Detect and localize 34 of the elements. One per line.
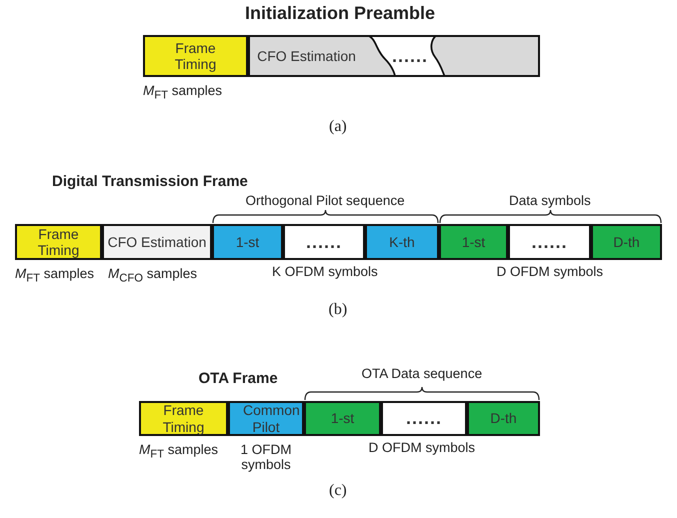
- frame-segment: [455, 35, 540, 77]
- panel-title: Initialization Preamble: [245, 3, 436, 24]
- frame-segment: Frame Timing: [139, 401, 228, 436]
- panel-title: Digital Transmission Frame: [52, 173, 248, 190]
- frame-segment: D-th: [467, 401, 540, 436]
- frame-segment: ......: [508, 224, 591, 260]
- panel-caption: (a): [329, 118, 347, 136]
- sample-count-text: M$_{CFO}$ samples: [108, 266, 198, 285]
- frame-segment: CFO Estimation: [248, 35, 365, 77]
- sample-count-text: M$_{FT}$ samples: [15, 266, 94, 285]
- frame-segment: 1-st: [212, 224, 283, 260]
- frame-segment: CFO Estimation: [102, 224, 212, 260]
- frame-segment: Frame Timing: [143, 35, 248, 77]
- span-label: D OFDM symbols: [368, 440, 476, 455]
- sample-count-text: 1 OFDM symbols: [239, 442, 292, 472]
- sample-count-text: M$_{FT}$ samples: [143, 83, 222, 102]
- span-label: D OFDM symbols: [496, 264, 604, 279]
- span-label: K OFDM symbols: [272, 264, 378, 279]
- sample-count-text: M$_{FT}$ samples: [139, 442, 218, 461]
- frame-segment: Common Pilot: [228, 401, 304, 436]
- frame-segment: 1-st: [304, 401, 381, 436]
- frame-segment: ......: [283, 224, 365, 260]
- break-segment: ......: [365, 35, 455, 77]
- frame-segment: 1-st: [439, 224, 508, 260]
- frame-segment: D-th: [591, 224, 662, 260]
- bracket-label: Orthogonal Pilot sequence: [246, 193, 405, 208]
- panel-caption: (c): [329, 482, 347, 500]
- frame-segment: Frame Timing: [15, 224, 102, 260]
- panel-caption: (b): [328, 301, 348, 319]
- panel-title: OTA Frame: [198, 370, 278, 387]
- bracket-label: Data symbols: [509, 193, 591, 208]
- bracket-label: OTA Data sequence: [362, 366, 482, 381]
- frame-segment: ......: [381, 401, 467, 436]
- frame-segment: K-th: [365, 224, 439, 260]
